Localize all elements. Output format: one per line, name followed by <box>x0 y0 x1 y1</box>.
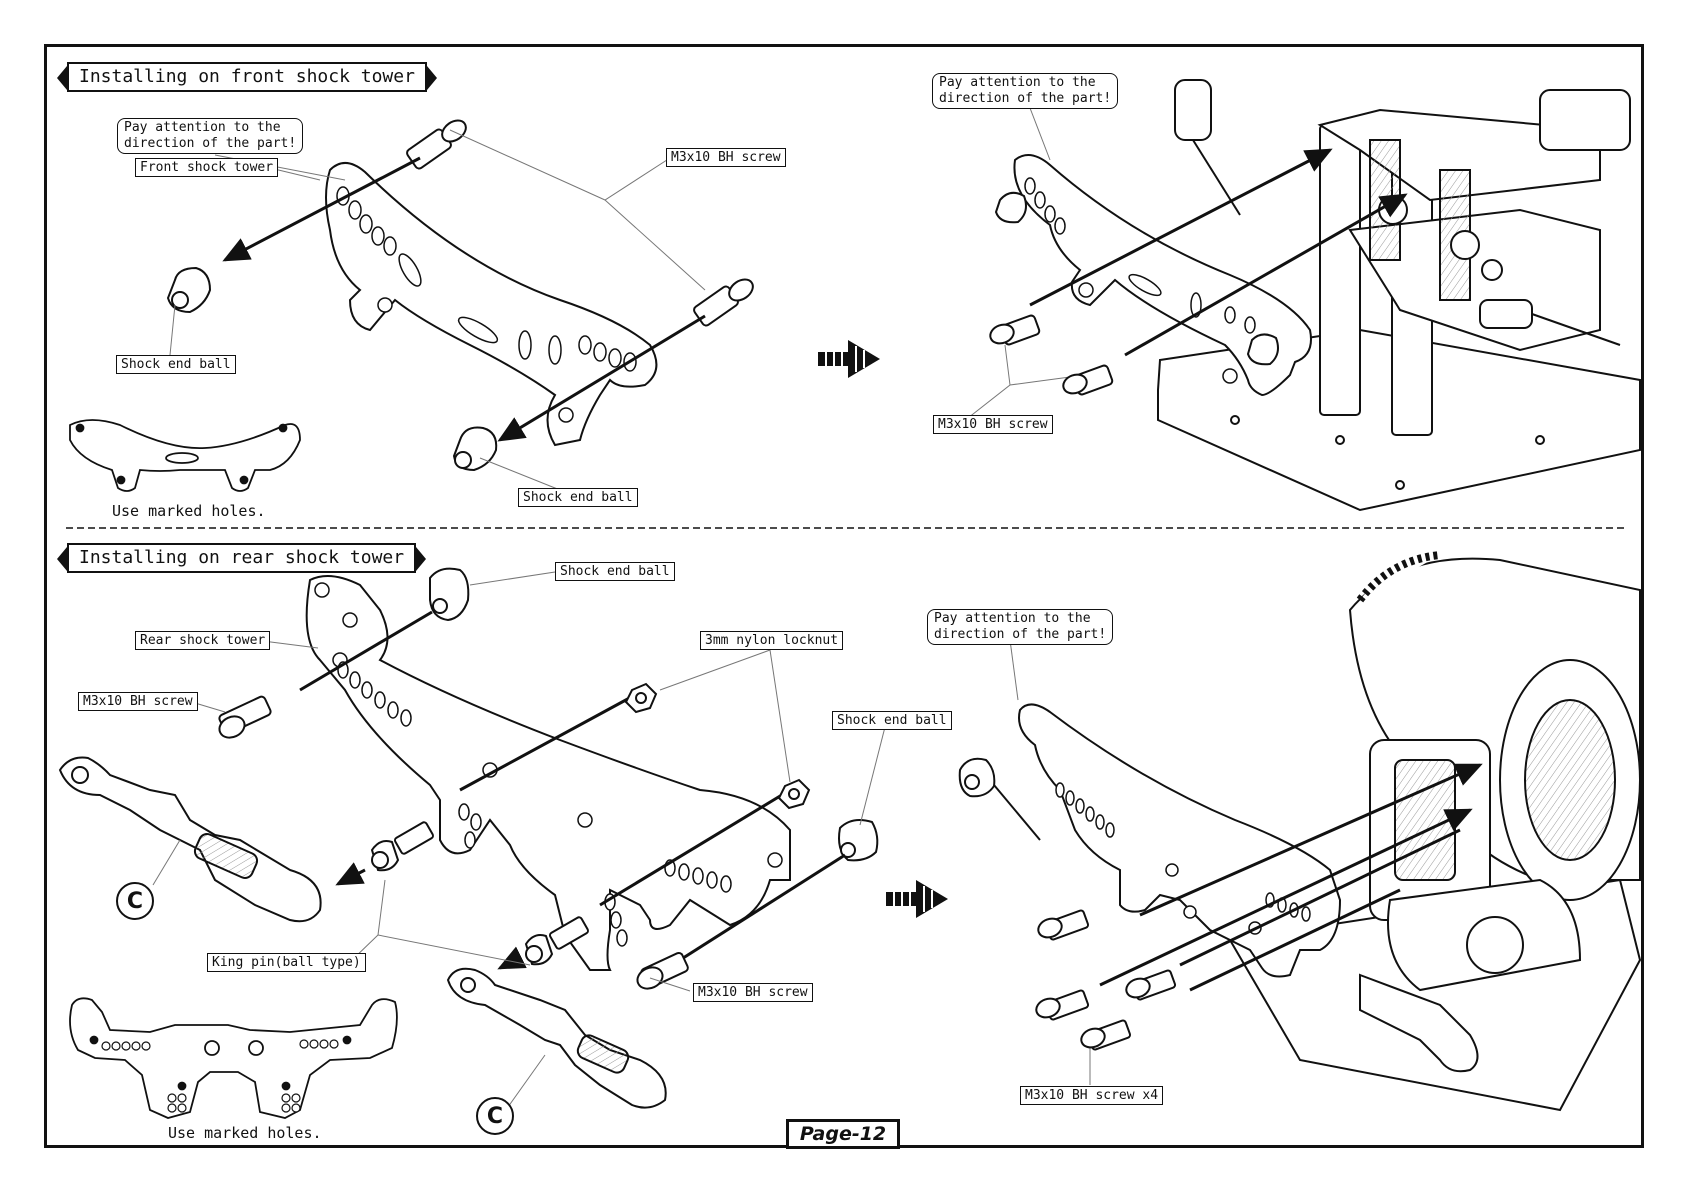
rear-hardware <box>58 567 879 1109</box>
rear-assembled-view <box>958 551 1642 1112</box>
front-section-title: Installing on front shock tower <box>57 62 437 92</box>
front-marked-holes-diagram <box>69 419 301 492</box>
part-marker-c-bottom: C <box>476 1097 514 1135</box>
label-m3x10-screw-x4: M3x10 BH screw x4 <box>1020 1086 1164 1105</box>
label-shock-end-ball-rear-right: Shock end ball <box>832 711 952 730</box>
direction-note-rear-right: Pay attention to the direction of the pa… <box>927 609 1114 645</box>
label-m3x10-screw-rear-left: M3x10 BH screw <box>78 692 198 711</box>
rear-marked-holes-diagram <box>69 997 398 1119</box>
label-shock-end-ball-front-bottom: Shock end ball <box>518 488 638 507</box>
label-king-pin: King pin(ball type) <box>207 953 366 972</box>
label-shock-end-ball-front-left: Shock end ball <box>116 355 236 374</box>
rear-shock-tower-part <box>305 575 791 971</box>
right-arrow-icon <box>818 340 880 378</box>
label-m3x10-screw-front-assembled: M3x10 BH screw <box>933 415 1053 434</box>
rear-section-title: Installing on rear shock tower <box>56 543 427 573</box>
rear-marked-holes-caption: Use marked holes. <box>168 1124 322 1142</box>
page-number: Page-12 <box>786 1119 900 1149</box>
rear-leader-lines <box>152 571 1091 1108</box>
part-marker-c-left: C <box>116 882 154 920</box>
direction-note-front-left: Pay attention to the direction of the pa… <box>117 118 304 154</box>
front-marked-holes-caption: Use marked holes. <box>112 502 266 520</box>
direction-note-front-right: Pay attention to the direction of the pa… <box>932 73 1119 109</box>
label-m3x10-screw-rear-bottom: M3x10 BH screw <box>693 983 813 1002</box>
label-nylon-locknut: 3mm nylon locknut <box>700 631 844 650</box>
front-shock-tower-part <box>325 162 658 447</box>
label-m3x10-screw-front-top: M3x10 BH screw <box>666 148 786 167</box>
right-arrow-icon <box>886 880 948 918</box>
label-shock-end-ball-rear-top: Shock end ball <box>555 562 675 581</box>
label-front-shock-tower: Front shock tower <box>135 158 279 177</box>
label-rear-shock-tower: Rear shock tower <box>135 631 271 650</box>
front-assembled-view <box>989 79 1641 512</box>
front-screws-and-balls <box>166 119 754 472</box>
